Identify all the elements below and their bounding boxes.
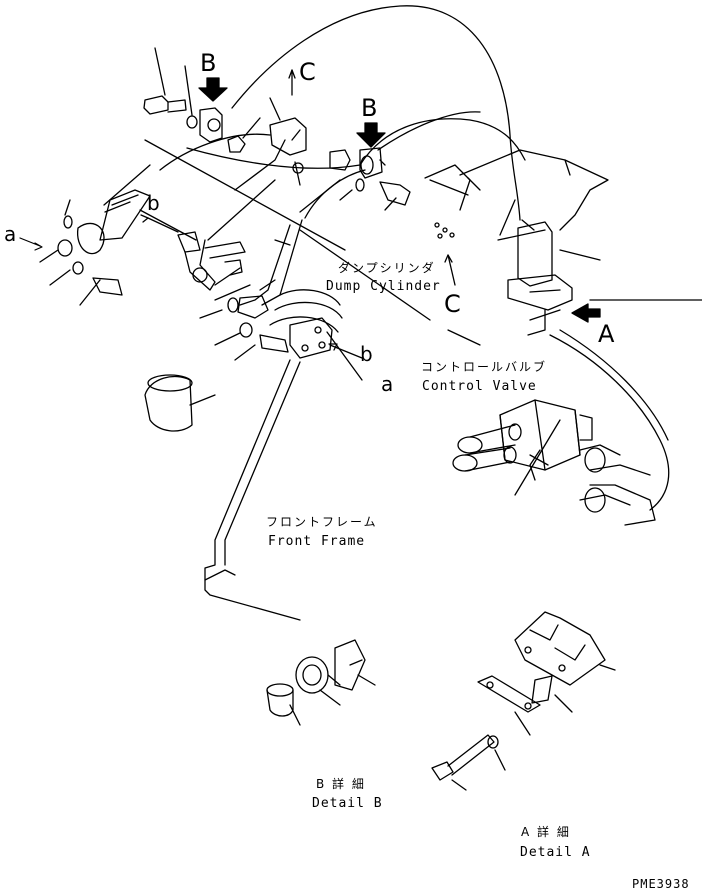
dump-cylinder-label-en: Dump Cylinder — [326, 279, 441, 294]
control-valve-label-jp: コントロールバルブ — [421, 360, 548, 374]
detail-b-parts — [266, 639, 376, 726]
drawing-code: PME3938 — [632, 877, 690, 891]
control-valve-label-en: Control Valve — [422, 379, 537, 394]
callout-b-top-right: B — [361, 94, 378, 122]
front-frame-outline — [144, 139, 702, 621]
callout-c-top: C — [299, 58, 316, 86]
callout-a-right: A — [598, 320, 615, 348]
dump-cylinder-label-jp: ダンプシリンダ — [338, 261, 436, 275]
left-fitting-parts — [39, 47, 261, 306]
view-arrows — [198, 77, 601, 323]
callout-b-mid: b — [360, 342, 373, 366]
control-valve-bracket — [424, 149, 609, 239]
callout-leaders — [19, 69, 456, 381]
callout-a-mid: a — [381, 372, 394, 396]
callout-c-mid: C — [444, 290, 461, 318]
detail-a-label-en: Detail A — [520, 845, 591, 860]
detail-a-parts — [431, 611, 616, 791]
rubber-cushion — [144, 374, 216, 432]
front-frame-label-en: Front Frame — [268, 534, 366, 549]
detail-b-label-jp: B 詳 細 — [316, 777, 366, 791]
dump-cylinder-area — [199, 267, 343, 361]
callout-b-top-left: B — [200, 49, 217, 77]
detail-a-label-jp: A 詳 細 — [521, 825, 571, 839]
hose-routing-lines — [103, 5, 535, 231]
front-frame-label-jp: フロントフレーム — [266, 515, 378, 529]
clamp-assembly-a — [497, 199, 670, 511]
detail-b-label-en: Detail B — [312, 796, 383, 811]
control-valve-block — [452, 399, 656, 526]
center-hose-bracket — [139, 97, 307, 291]
callout-b-left: b — [147, 191, 160, 215]
callout-a-left: a — [4, 222, 17, 246]
